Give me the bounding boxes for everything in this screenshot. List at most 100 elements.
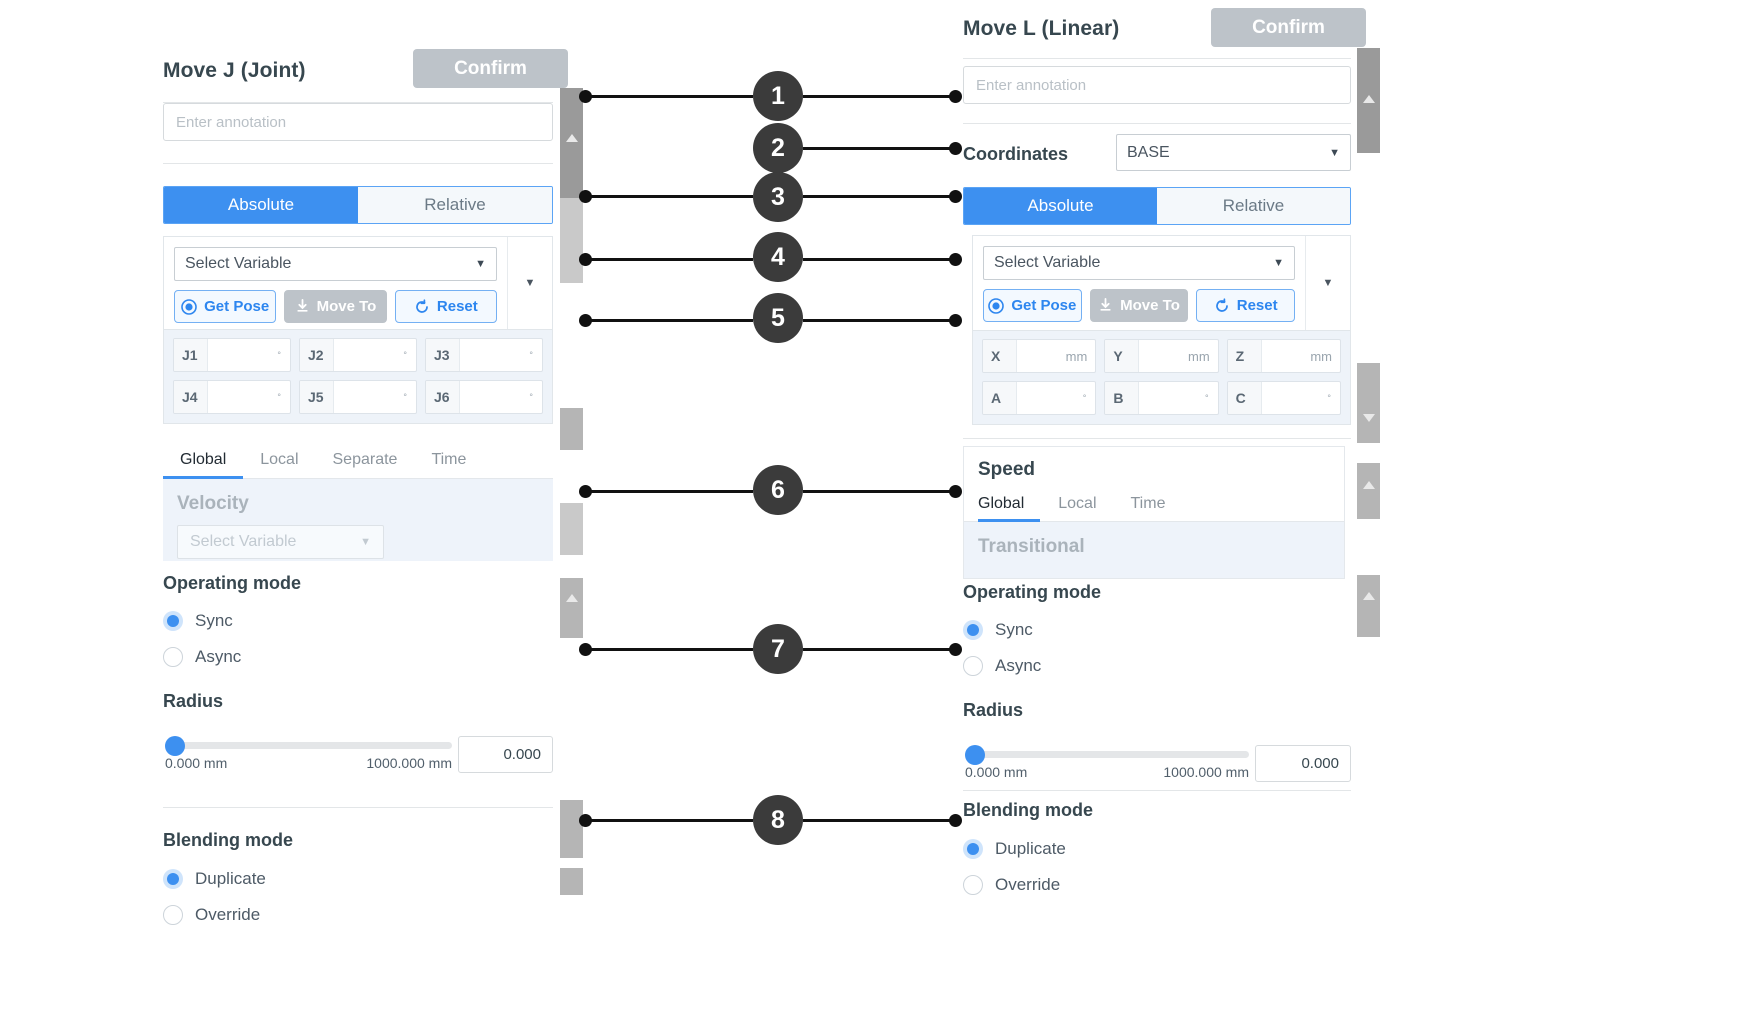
move-to-button[interactable]: Move To xyxy=(1089,289,1189,322)
callout-5-dot-right xyxy=(949,314,962,327)
coordinate-mode-toggle[interactable]: Absolute Relative xyxy=(963,187,1351,225)
pose-field-z[interactable]: Z mm xyxy=(1226,339,1341,373)
radio-duplicate-indicator[interactable] xyxy=(163,869,183,889)
annotation-input[interactable] xyxy=(163,103,553,141)
annotation-input[interactable] xyxy=(963,66,1351,104)
radio-sync-indicator[interactable] xyxy=(963,620,983,640)
radio-duplicate-indicator[interactable] xyxy=(963,839,983,859)
reset-button[interactable]: Reset xyxy=(1196,289,1296,322)
radius-value-input[interactable]: 0.000 xyxy=(458,736,553,773)
pose-value-x[interactable] xyxy=(1017,340,1066,372)
tab-speed-global[interactable]: Global xyxy=(978,490,1041,522)
radio-override-indicator[interactable] xyxy=(963,875,983,895)
radio-async[interactable]: Async xyxy=(963,656,1351,676)
callout-4-line-right xyxy=(803,258,955,261)
get-pose-button[interactable]: Get Pose xyxy=(983,289,1082,322)
right-panel-scrollbar[interactable] xyxy=(1357,0,1380,920)
operating-mode-section: Operating mode Sync Async xyxy=(963,582,1351,676)
page-title: Move J (Joint) xyxy=(163,59,306,82)
variable-select[interactable]: Select Variable ▼ xyxy=(174,247,497,281)
tab-absolute[interactable]: Absolute xyxy=(164,187,358,223)
joint-field-j5[interactable]: J5 ° xyxy=(299,380,417,414)
joint-value-j5[interactable] xyxy=(334,381,403,413)
radio-async-indicator[interactable] xyxy=(963,656,983,676)
pose-field-b[interactable]: B ° xyxy=(1104,381,1219,415)
pose-value-z[interactable] xyxy=(1262,340,1311,372)
pose-field-y[interactable]: Y mm xyxy=(1104,339,1219,373)
radio-sync[interactable]: Sync xyxy=(163,611,553,631)
pose-field-a[interactable]: A ° xyxy=(982,381,1097,415)
get-pose-button[interactable]: Get Pose xyxy=(174,290,277,323)
radio-override[interactable]: Override xyxy=(963,875,1351,895)
variable-expand-toggle[interactable]: ▼ xyxy=(1305,236,1350,330)
scrollbar-thumb-foot[interactable] xyxy=(560,868,583,895)
scrollbar-thumb-middle[interactable] xyxy=(1357,363,1380,443)
move-to-button[interactable]: Move To xyxy=(284,290,387,323)
radio-sync[interactable]: Sync xyxy=(963,620,1351,640)
tab-speed-global[interactable]: Global xyxy=(163,443,244,479)
chevron-down-icon: ▼ xyxy=(475,258,486,270)
joint-field-j1[interactable]: J1 ° xyxy=(173,338,291,372)
variable-expand-toggle[interactable]: ▼ xyxy=(507,237,552,329)
scrollbar-thumb-bottom[interactable] xyxy=(560,800,583,858)
joint-value-j3[interactable] xyxy=(460,339,529,371)
radius-slider-track[interactable] xyxy=(965,744,1249,765)
tab-speed-time[interactable]: Time xyxy=(1130,495,1166,512)
pose-value-c[interactable] xyxy=(1262,382,1328,414)
joint-field-j2[interactable]: J2 ° xyxy=(299,338,417,372)
variable-select[interactable]: Select Variable ▼ xyxy=(983,246,1295,280)
scrollbar-track-middle[interactable] xyxy=(560,503,583,555)
radius-slider[interactable]: 0.000 mm 1000.000 mm xyxy=(165,735,452,771)
pose-value-y[interactable] xyxy=(1139,340,1188,372)
tab-absolute[interactable]: Absolute xyxy=(964,188,1157,224)
pose-value-a[interactable] xyxy=(1017,382,1083,414)
download-icon xyxy=(1100,298,1111,311)
radio-async[interactable]: Async xyxy=(163,647,553,667)
chevron-down-icon: ▼ xyxy=(1273,257,1284,269)
pose-field-c[interactable]: C ° xyxy=(1226,381,1341,415)
radio-duplicate[interactable]: Duplicate xyxy=(163,869,553,889)
radio-override[interactable]: Override xyxy=(163,905,553,925)
callout-7-dot-right xyxy=(949,643,962,656)
scrollbar-thumb-lower[interactable] xyxy=(560,578,583,638)
velocity-select[interactable]: Select Variable ▼ xyxy=(177,525,384,559)
tab-speed-local[interactable]: Local xyxy=(1058,495,1097,512)
coordinate-mode-toggle[interactable]: Absolute Relative xyxy=(163,186,553,224)
joint-value-j4[interactable] xyxy=(208,381,277,413)
radio-async-indicator[interactable] xyxy=(163,647,183,667)
scrollbar-track-upper[interactable] xyxy=(560,198,583,283)
radius-slider-knob[interactable] xyxy=(965,744,985,765)
radio-sync-indicator[interactable] xyxy=(163,611,183,631)
scrollbar-thumb-middle[interactable] xyxy=(560,408,583,450)
tab-relative[interactable]: Relative xyxy=(1157,188,1350,224)
speed-tabs[interactable]: Global Local Time xyxy=(964,490,1344,522)
radio-override-indicator[interactable] xyxy=(163,905,183,925)
joint-value-j1[interactable] xyxy=(208,339,277,371)
tab-speed-separate[interactable]: Separate xyxy=(332,451,398,468)
reset-button[interactable]: Reset xyxy=(394,290,497,323)
confirm-button[interactable]: Confirm xyxy=(1211,8,1366,47)
pose-field-x[interactable]: X mm xyxy=(982,339,1097,373)
tab-speed-time[interactable]: Time xyxy=(431,451,467,468)
scrollbar-thumb-bottom[interactable] xyxy=(1357,575,1380,637)
radio-duplicate[interactable]: Duplicate xyxy=(963,839,1351,859)
left-panel-scrollbar[interactable] xyxy=(560,88,583,895)
radius-slider[interactable]: 0.000 mm 1000.000 mm xyxy=(965,744,1249,780)
joint-value-j6[interactable] xyxy=(460,381,529,413)
radius-value-input[interactable]: 0.000 xyxy=(1255,745,1351,782)
radius-slider-track[interactable] xyxy=(165,735,452,756)
scrollbar-thumb-upper[interactable] xyxy=(560,88,583,198)
pose-value-b[interactable] xyxy=(1139,382,1205,414)
pose-unit-x: mm xyxy=(1065,348,1088,364)
joint-field-j3[interactable]: J3 ° xyxy=(425,338,543,372)
speed-tabs[interactable]: Global Local Separate Time xyxy=(163,443,553,479)
joint-field-j4[interactable]: J4 ° xyxy=(173,380,291,414)
joint-value-j2[interactable] xyxy=(334,339,403,371)
radius-slider-knob[interactable] xyxy=(165,735,185,756)
confirm-button[interactable]: Confirm xyxy=(413,49,568,88)
scrollbar-thumb-lower[interactable] xyxy=(1357,463,1380,519)
tab-speed-local[interactable]: Local xyxy=(260,451,299,468)
coordinates-select[interactable]: BASE ▼ xyxy=(1116,134,1351,171)
tab-relative[interactable]: Relative xyxy=(358,187,552,223)
joint-field-j6[interactable]: J6 ° xyxy=(425,380,543,414)
